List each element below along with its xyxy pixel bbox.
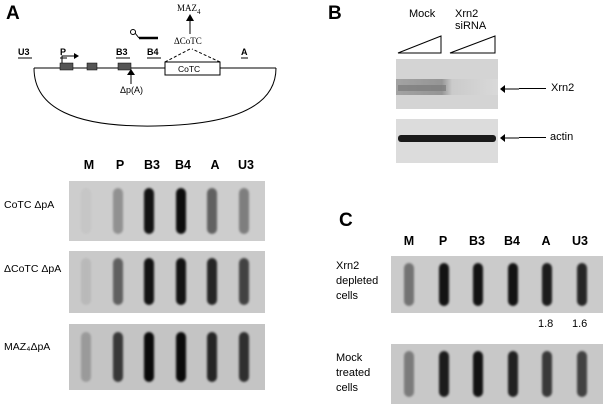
blot-band xyxy=(81,188,91,234)
blot-band xyxy=(175,332,186,382)
promoter-box xyxy=(59,62,74,71)
row-label-line: cells xyxy=(336,382,359,394)
panel-a-row-label: CoTC ΔpA xyxy=(4,199,55,211)
blot-band xyxy=(112,258,123,305)
panel-a-blot xyxy=(69,324,265,390)
panel-c-row-label: Xrn2 depleted cells xyxy=(336,259,378,304)
diagram-label-a: A xyxy=(241,47,248,57)
blot-band xyxy=(438,263,449,306)
blot-band xyxy=(576,351,587,397)
blot-band xyxy=(207,332,217,382)
lane-label: B3 xyxy=(469,234,485,248)
blot-band xyxy=(144,332,154,382)
lane-label: M xyxy=(403,234,415,248)
panel-c-blot xyxy=(391,344,603,404)
lane-label: P xyxy=(438,234,448,248)
diagram-label-dcotc: ΔCoTC xyxy=(174,36,202,46)
blot-band xyxy=(144,258,154,305)
row-label-line: Xrn2 xyxy=(336,260,360,272)
actin-label: actin xyxy=(550,131,574,143)
blot-band xyxy=(507,351,518,397)
diagram-label-p: P xyxy=(60,47,67,57)
row-label-line: treated xyxy=(336,367,371,379)
blot-band xyxy=(473,351,483,397)
diagram-label-b3: B3 xyxy=(116,47,128,57)
ratio-label: 1.6 xyxy=(572,318,588,330)
panel-a-lane-headers: M P B3 B4 A U3 xyxy=(74,158,264,174)
b1-box xyxy=(86,62,98,71)
diagram-label-cotc: CoTC xyxy=(178,64,201,74)
panel-c-lane-headers: M P B3 B4 A U3 xyxy=(394,234,606,250)
lane-label: A xyxy=(210,158,220,172)
panel-c-letter: C xyxy=(339,210,353,231)
blot-band xyxy=(542,351,552,397)
b3-box xyxy=(117,62,132,71)
lane-label: P xyxy=(115,158,125,172)
blot-band xyxy=(238,258,249,305)
lane-label: B3 xyxy=(144,158,160,172)
row-label-line: cells xyxy=(336,290,359,302)
sirna-label-line1: Xrn2 xyxy=(455,8,479,20)
lane-label: M xyxy=(83,158,95,172)
panel-c-blot xyxy=(391,256,603,313)
blot-band xyxy=(238,332,249,382)
diagram-label-dpa: Δp(A) xyxy=(120,85,144,95)
row-label-line: depleted xyxy=(336,275,379,287)
panel-a-row-label: MAZ₄ΔpA xyxy=(4,341,51,353)
construct-diagram xyxy=(18,14,277,127)
blot-band xyxy=(207,188,217,234)
lane-label: U3 xyxy=(238,158,254,172)
panel-a-letter: A xyxy=(6,3,20,24)
actin-blot xyxy=(396,119,498,163)
blot-band xyxy=(404,263,414,306)
panel-a-row-label: ΔCoTC ΔpA xyxy=(4,263,62,275)
diagram-label-u3: U3 xyxy=(18,47,30,57)
diagram-label-maz: MAZ4 xyxy=(177,3,201,16)
xrn2-blot xyxy=(396,59,498,109)
ratio-label: 1.8 xyxy=(538,318,554,330)
panel-a-blot xyxy=(69,251,265,313)
panel-a-blot xyxy=(69,181,265,241)
cotc-box xyxy=(164,61,221,76)
blot-band xyxy=(81,332,91,382)
lane-label: U3 xyxy=(572,234,588,248)
blot-band xyxy=(404,351,414,397)
blot-band xyxy=(207,258,217,305)
blot-arrows xyxy=(500,85,519,142)
sirna-label-line2: siRNA xyxy=(455,20,487,32)
lane-label: B4 xyxy=(504,234,520,248)
row-label-line: Mock xyxy=(336,352,363,364)
blot-band xyxy=(81,258,91,305)
panel-c-row-label: Mock treated cells xyxy=(336,351,370,396)
blot-band xyxy=(144,188,154,234)
lane-label: A xyxy=(541,234,551,248)
blot-band xyxy=(175,258,186,305)
blot-band xyxy=(576,263,587,306)
diagram-label-b4: B4 xyxy=(147,47,159,57)
lane-label: B4 xyxy=(175,158,191,172)
mock-label: Mock xyxy=(409,8,436,20)
maz-subscript: 4 xyxy=(197,7,201,16)
blot-band xyxy=(175,188,186,234)
blot-band xyxy=(112,332,123,382)
dose-wedges xyxy=(397,35,496,54)
blot-band xyxy=(438,351,449,397)
blot-band xyxy=(542,263,552,306)
blot-band xyxy=(238,188,249,234)
xrn2-label: Xrn2 xyxy=(551,82,575,94)
xrn2-arrow-line xyxy=(519,88,546,89)
blot-band xyxy=(507,263,518,306)
panel-b-letter: B xyxy=(328,3,342,24)
actin-arrow-line xyxy=(519,137,546,138)
blot-band xyxy=(112,188,123,234)
blot-band xyxy=(473,263,483,306)
maz-text: MAZ xyxy=(177,3,197,13)
